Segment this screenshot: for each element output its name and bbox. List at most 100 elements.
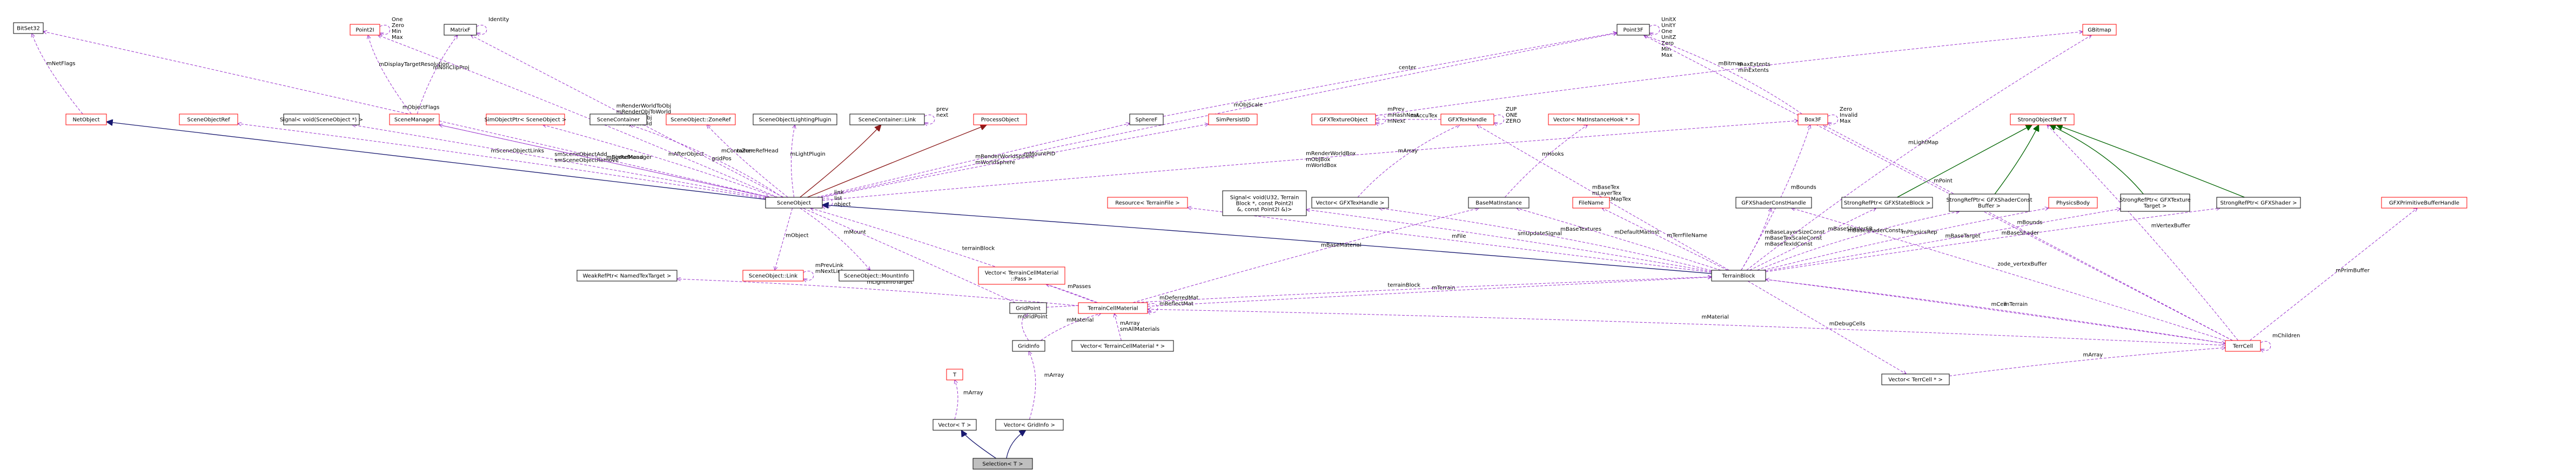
node-box (350, 24, 380, 36)
class-node-scene-object-mount-info[interactable]: SceneObject::MountInfo (838, 270, 914, 282)
class-node-file-name[interactable]: FileName (1572, 197, 1610, 209)
class-node-scene-object[interactable]: SceneObject (765, 197, 823, 209)
node-label: SceneObject::MountInfo (844, 273, 909, 279)
node-box (283, 114, 360, 125)
node-box (13, 22, 44, 34)
class-node-base-mat-instance[interactable]: BaseMatInstance (1468, 197, 1530, 209)
class-node-scene-container-link[interactable]: SceneContainer::Link (849, 114, 925, 125)
class-node-grid-info[interactable]: GridInfo (1012, 340, 1045, 352)
edge-label: mVertexBuffer (2151, 223, 2191, 229)
class-node-signal-void-scene-object[interactable]: Signal< void(SceneObject *) > (280, 114, 363, 125)
class-node-point2-i[interactable]: Point2I (350, 24, 380, 36)
class-node-vector-mat-instance-hook[interactable]: Vector< MatInstanceHook * > (1548, 114, 1640, 125)
class-node-vector-terrain-cell-material-ptr[interactable]: Vector< TerrainCellMaterial * > (1071, 340, 1174, 352)
edge-label: mNonClipProj (433, 65, 469, 71)
class-node-selection-t[interactable]: Selection< T > (972, 458, 1033, 470)
class-node-scene-container[interactable]: SceneContainer (589, 114, 647, 125)
node-box (973, 114, 1027, 125)
class-node-scene-object-link[interactable]: SceneObject::Link (742, 270, 804, 282)
class-node-matrix-f[interactable]: MatrixF (444, 24, 477, 36)
class-node-weak-ref-ptr-named-tex-target[interactable]: WeakRefPtr< NamedTexTarget > (576, 270, 677, 282)
edge-vector-grid-info-to-grid-info: mArray (1029, 351, 1064, 420)
class-node-vector-terrain-cell-material-pass[interactable]: Vector< TerrainCellMaterial::Pass > (978, 266, 1065, 285)
edge-line (352, 125, 766, 198)
class-node-bit-set32[interactable]: BitSet32 (13, 22, 44, 34)
edge-line (543, 125, 777, 198)
edge-grid-info-to-grid-point: mGridPoint (1018, 313, 1048, 341)
class-node-scene-object-lighting-plugin[interactable]: SceneObjectLightingPlugin (753, 114, 837, 125)
edge-terr-cell-to-gfxprimitive-buffer-handle: mPrimBuffer (2249, 208, 2417, 341)
class-node-vector-gfxtex-handle[interactable]: Vector< GFXTexHandle > (1311, 197, 1389, 209)
edge-line (1188, 208, 1712, 273)
node-label: SceneObjectLightingPlugin (759, 117, 831, 123)
edge-label: mSceneObjectLinks (491, 148, 545, 154)
class-node-scene-object-zone-ref[interactable]: SceneObject::ZoneRef (666, 114, 736, 125)
class-node-resource-terrain-file[interactable]: Resource< TerrainFile > (1107, 197, 1188, 209)
edge-label: mObject (786, 233, 808, 239)
class-node-scene-manager[interactable]: SceneManager (389, 114, 440, 125)
node-label: Vector< GFXTexHandle > (1316, 201, 1385, 206)
class-node-strong-ref-ptr-gfxstate-block[interactable]: StrongRefPtr< GFXStateBlock > (1841, 197, 1933, 209)
class-node-vector-t[interactable]: Vector< T > (933, 419, 977, 431)
edge-line (1163, 33, 1617, 117)
node-box (1735, 197, 1812, 209)
node-label: ProcessObject (981, 117, 1019, 123)
class-node-gfxtexture-object[interactable]: GFXTextureObject (1311, 114, 1376, 125)
class-node-gfxshader-const-handle[interactable]: GFXShaderConstHandle (1735, 197, 1812, 209)
class-node-vector-terr-cell-ptr[interactable]: Vector< TerrCell * > (1881, 373, 1950, 385)
node-label: SimPersistID (1216, 117, 1250, 123)
class-node-gfxtex-handle[interactable]: GFXTexHandle (1440, 114, 1494, 125)
class-node-vector-grid-info[interactable]: Vector< GridInfo > (995, 419, 1064, 431)
class-node-t[interactable]: T (946, 369, 963, 380)
edge-line (961, 430, 997, 459)
edge-line (1649, 25, 1660, 35)
class-node-terrain-cell-material[interactable]: TerrainCellMaterial (1078, 302, 1148, 314)
class-node-strong-object-ref-t[interactable]: StrongObjectRef T (2010, 114, 2075, 125)
class-node-gbitmap[interactable]: GBitmap (2082, 24, 2117, 36)
edge-line (1022, 313, 1029, 341)
edge-line (1376, 115, 1386, 124)
node-box (1311, 197, 1389, 209)
edge-line (1763, 208, 2049, 271)
edge-gfxtex-handle-to-gfxtexture-object: mAccuTex (1376, 113, 1441, 119)
edge-label: mAccuTex (1411, 113, 1438, 119)
edge-label: mPrimBuffer (2336, 268, 2370, 274)
node-box (972, 458, 1033, 470)
edge-label: mPasses (1068, 284, 1091, 290)
class-node-physics-body[interactable]: PhysicsBody (2048, 197, 2098, 209)
edge-line (106, 122, 766, 200)
edge-line (822, 121, 1798, 201)
edge-terrain-block-to-strong-ref-ptr-gfxstate-block: mBaseShaderSB (1749, 208, 1876, 271)
edge-line (1757, 211, 1960, 271)
edge-label: mArray (1044, 372, 1064, 378)
class-node-sim-persist-id[interactable]: SimPersistID (1208, 114, 1258, 125)
class-node-net-object[interactable]: NetObject (65, 114, 107, 125)
class-node-terrain-block[interactable]: TerrainBlock (1711, 270, 1766, 282)
class-node-strong-ref-ptr-gfxshader[interactable]: StrongRefPtr< GFXShader > (2216, 197, 2301, 209)
class-node-sphere-f[interactable]: SphereF (1129, 114, 1164, 125)
class-node-grid-point[interactable]: GridPoint (1009, 302, 1047, 314)
class-node-process-object[interactable]: ProcessObject (973, 114, 1027, 125)
edge-label: mMount (844, 230, 866, 236)
class-node-sim-object-ptr-scene-object[interactable]: SimObjectPtr< SceneObject > (485, 114, 567, 125)
class-node-terr-cell[interactable]: TerrCell (2225, 340, 2261, 352)
node-label: SceneObjectRef (187, 117, 230, 123)
class-node-point3-f[interactable]: Point3F (1616, 24, 1650, 36)
node-label: BitSet32 (17, 26, 40, 32)
class-node-gfxprimitive-buffer-handle[interactable]: GFXPrimitiveBufferHandle (2381, 197, 2467, 209)
class-node-box3-f[interactable]: Box3F (1797, 114, 1828, 125)
class-node-scene-object-ref[interactable]: SceneObjectRef (179, 114, 238, 125)
